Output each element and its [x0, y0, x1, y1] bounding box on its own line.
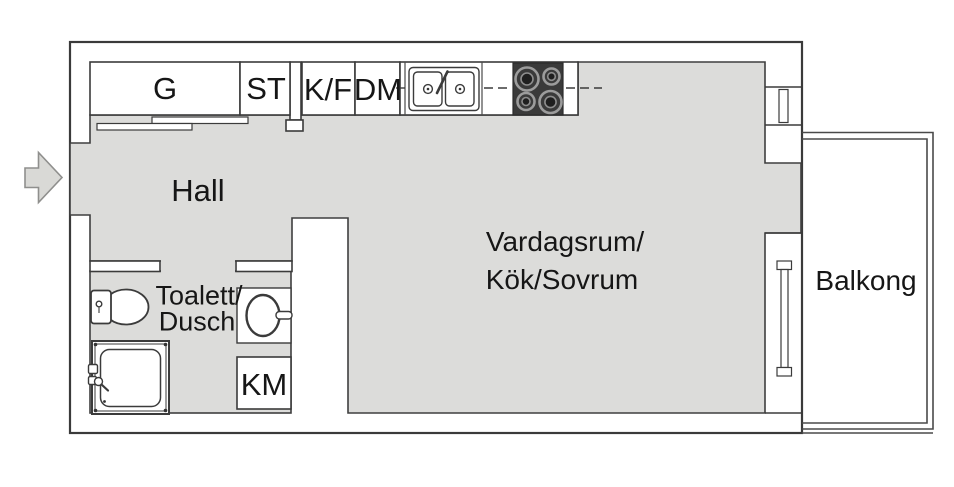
window-large-glass [780, 268, 789, 369]
kitchen-wall-stub-foot [285, 119, 304, 132]
shower-mixer-handle [100, 383, 110, 392]
shower-corner-screw-1 [93, 342, 98, 347]
storage-closet-box [239, 61, 291, 116]
toilet-icon [90, 288, 150, 326]
shower-valve-upper [87, 363, 99, 375]
living-room-label-line2: Kök/Sovrum [486, 264, 639, 295]
bathroom-wall-right-segment [235, 260, 293, 273]
bathroom-wall-left-segment [89, 260, 161, 273]
entrance-arrow-icon [24, 150, 64, 205]
burner-bottom-right [538, 89, 563, 115]
sliding-door-rail-rear [151, 116, 249, 125]
bathroom-door-opening [161, 260, 235, 274]
burner-bottom-right-center [544, 95, 557, 109]
bathroom-label-line2: Dusch [159, 306, 236, 336]
balcony-rail-outer [802, 131, 934, 430]
shower-cabin-icon [87, 340, 170, 415]
bathroom-label-line1: Toalett/ [155, 280, 243, 310]
washing-machine-label: KM [241, 367, 288, 402]
window-small-icon [765, 86, 802, 126]
dishwasher-label: DM [354, 72, 402, 107]
burner-bottom-left [516, 91, 536, 112]
storage-label: ST [246, 71, 286, 106]
balcony-railing [802, 131, 934, 434]
balcony-rail-inner [802, 138, 928, 424]
toilet-flush-detail [95, 300, 103, 308]
living-room-label-line1: Vardagsrum/ [486, 226, 644, 257]
kitchen-sink-icon [408, 66, 480, 112]
toilet-tank [90, 289, 112, 325]
sink-drain-right-dot [458, 87, 462, 91]
window-large-cap-bottom [776, 366, 793, 377]
sliding-door-rail-front [96, 122, 193, 131]
basin-bowl [245, 293, 281, 338]
shower-corner-screw-4 [163, 408, 168, 413]
shower-corner-screw-3 [93, 408, 98, 413]
shower-corner-screw-2 [163, 342, 168, 347]
hall-label: Hall [171, 173, 224, 208]
balcony-label: Balkong [815, 265, 916, 296]
wardrobe-closet-box [89, 61, 241, 116]
window-small-glass [778, 88, 789, 124]
sink-drain-left-dot [426, 87, 430, 91]
shower-tray [99, 348, 162, 408]
wardrobe-label: G [153, 71, 177, 106]
sink-faucet [435, 70, 449, 95]
washing-machine-box [236, 356, 292, 410]
burner-top-right-center [546, 71, 557, 82]
burner-top-right [542, 67, 561, 86]
fridge-freezer-label: K/F [304, 72, 352, 107]
shower-drain-dot [103, 400, 106, 403]
shower-mixer-knob [93, 376, 104, 387]
main-floor-area [69, 61, 802, 414]
window-large-icon [765, 232, 802, 377]
wash-basin-icon [236, 287, 293, 344]
stove-icon [512, 62, 564, 116]
burner-bottom-left-center [521, 96, 531, 107]
kitchen-wall-stub [289, 61, 302, 121]
window-large-cap-top [776, 260, 793, 271]
burner-top-left [514, 66, 540, 92]
dishwasher-box [354, 61, 401, 116]
burner-top-left-center [520, 72, 534, 86]
fridge-freezer-box [301, 61, 356, 116]
basin-faucet [275, 310, 293, 320]
